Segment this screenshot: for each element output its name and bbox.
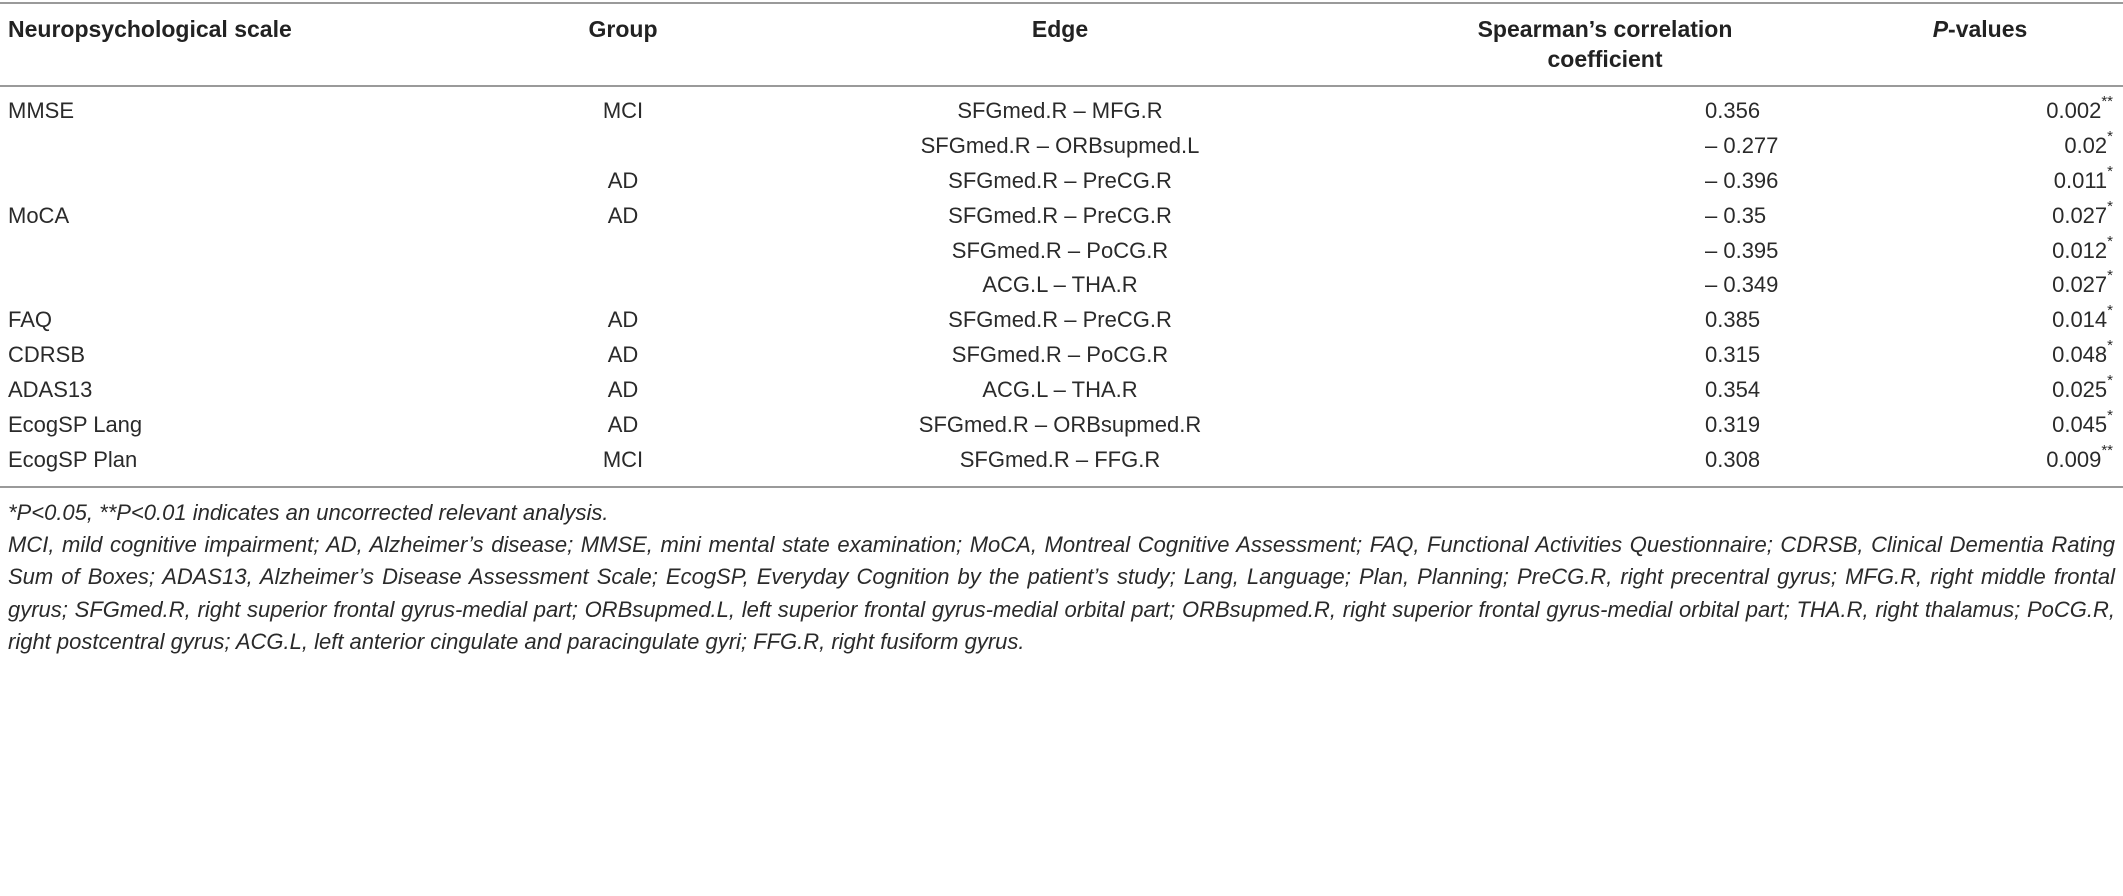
table-row: MoCA AD SFGmed.R – PreCG.R – 0.35 0.027* <box>0 197 2123 234</box>
cell-scale: FAQ <box>8 307 53 333</box>
cell-group: AD <box>607 167 639 193</box>
cell-p-value: 0.011* <box>2053 162 2113 198</box>
table-row: CDRSB AD SFGmed.R – PoCG.R 0.315 0.048* <box>0 337 2123 373</box>
significance-marker: ** <box>2101 441 2113 459</box>
cell-scale: CDRSB <box>8 342 86 368</box>
significance-marker: * <box>2107 197 2113 215</box>
header-group: Group <box>588 16 658 42</box>
significance-marker: ** <box>2101 93 2113 110</box>
significance-marker: * <box>2107 162 2113 180</box>
p-value-number: 0.002 <box>2046 98 2102 123</box>
p-value-number: 0.014 <box>2052 307 2108 333</box>
table-row: FAQ AD SFGmed.R – PreCG.R 0.385 0.014* <box>0 302 2123 338</box>
header-neuropsychological-scale: Neuropsychological scale <box>8 16 292 42</box>
header-edge: Edge <box>1031 16 1089 42</box>
cell-coefficient: – 0.395 <box>1705 237 1779 263</box>
cell-p-value: 0.014* <box>2052 302 2113 337</box>
cell-edge: ACG.L – THA.R <box>982 377 1138 403</box>
cell-p-value: 0.027* <box>2052 197 2113 233</box>
cell-scale: ADAS13 <box>8 377 93 403</box>
cell-coefficient: 0.315 <box>1705 342 1761 368</box>
cell-edge: SFGmed.R – PreCG.R <box>948 202 1172 228</box>
significance-marker: * <box>2107 127 2113 145</box>
cell-p-value: 0.048* <box>2052 337 2113 372</box>
cell-edge: SFGmed.R – PoCG.R <box>951 342 1169 368</box>
cell-coefficient: 0.319 <box>1705 412 1761 438</box>
table-row: MMSE MCI SFGmed.R – MFG.R 0.356 0.002** <box>0 93 2123 129</box>
header-coef-line2: coefficient <box>1547 46 1663 72</box>
significance-note: *P<0.05, **P<0.01 indicates an uncorrect… <box>8 500 609 525</box>
table-bottom-rule <box>0 486 2123 488</box>
cell-coefficient: – 0.277 <box>1705 132 1779 158</box>
table-row: EcogSP Plan MCI SFGmed.R – FFG.R 0.308 0.009… <box>0 441 2123 478</box>
p-value-number: 0.045 <box>2052 412 2108 438</box>
cell-edge: SFGmed.R – PreCG.R <box>948 167 1172 193</box>
cell-coefficient: 0.308 <box>1705 446 1761 472</box>
cell-coefficient: 0.354 <box>1705 377 1761 403</box>
p-value-number: 0.012 <box>2052 237 2108 263</box>
cell-edge: ACG.L – THA.R <box>982 272 1138 298</box>
cell-p-value: 0.025* <box>2052 372 2113 407</box>
header-p-letter: P <box>1932 16 1949 42</box>
cell-p-value: 0.002** <box>2046 93 2113 128</box>
cell-coefficient: – 0.349 <box>1705 272 1779 298</box>
cell-edge: SFGmed.R – FFG.R <box>959 446 1161 472</box>
cell-p-value: 0.045* <box>2052 407 2113 442</box>
p-value-number: 0.048 <box>2052 342 2108 368</box>
significance-marker: * <box>2107 302 2113 320</box>
table-row: AD SFGmed.R – PreCG.R – 0.396 0.011* <box>0 162 2123 199</box>
p-value-number: 0.02 <box>2064 132 2108 158</box>
significance-marker: * <box>2107 232 2113 250</box>
significance-marker: * <box>2107 267 2113 285</box>
header-coef-line1: Spearman’s correlation <box>1477 16 1733 42</box>
p-value-number: 0.027 <box>2052 202 2108 228</box>
table-row: ADAS13 AD ACG.L – THA.R 0.354 0.025* <box>0 372 2123 408</box>
significance-marker: * <box>2107 337 2113 355</box>
cell-coefficient: – 0.396 <box>1705 167 1779 193</box>
cell-coefficient: 0.356 <box>1705 98 1761 123</box>
cell-group: MCI <box>602 98 644 123</box>
header-spearman-coefficient: Spearman’s correlation coefficient <box>1440 14 1770 74</box>
cell-group: AD <box>607 307 639 333</box>
cell-scale: EcogSP Lang <box>8 412 143 438</box>
table-footnotes: *P<0.05, **P<0.01 indicates an uncorrect… <box>8 497 2115 658</box>
cell-edge: SFGmed.R – MFG.R <box>957 98 1163 123</box>
cell-p-value: 0.02* <box>2064 127 2113 163</box>
cell-edge: SFGmed.R – ORBsupmed.L <box>920 132 1200 158</box>
cell-p-value: 0.012* <box>2052 232 2113 268</box>
cell-group: AD <box>607 342 639 368</box>
cell-scale: EcogSP Plan <box>8 446 138 472</box>
table-row: SFGmed.R – ORBsupmed.L – 0.277 0.02* <box>0 127 2123 164</box>
table-top-rule <box>0 2 2123 4</box>
cell-group: AD <box>607 377 639 403</box>
abbreviations-note: MCI, mild cognitive impairment; AD, Alzh… <box>8 532 2115 654</box>
cell-coefficient: 0.385 <box>1705 307 1761 333</box>
significance-marker: * <box>2107 407 2113 425</box>
cell-coefficient: – 0.35 <box>1705 202 1767 228</box>
cell-p-value: 0.009** <box>2046 441 2113 477</box>
p-value-number: 0.027 <box>2052 272 2108 298</box>
cell-edge: SFGmed.R – ORBsupmed.R <box>918 412 1202 438</box>
cell-edge: SFGmed.R – PreCG.R <box>948 307 1172 333</box>
cell-edge: SFGmed.R – PoCG.R <box>951 237 1169 263</box>
p-value-number: 0.025 <box>2052 377 2108 403</box>
cell-scale: MMSE <box>8 98 74 123</box>
cell-group: AD <box>607 412 639 438</box>
p-value-number: 0.009 <box>2046 446 2102 472</box>
table-row: SFGmed.R – PoCG.R – 0.395 0.012* <box>0 232 2123 269</box>
header-separator-rule <box>0 85 2123 87</box>
p-value-number: 0.011 <box>2053 167 2108 193</box>
header-p-values: P-values <box>1880 14 2080 44</box>
table-row: EcogSP Lang AD SFGmed.R – ORBsupmed.R 0.319… <box>0 407 2123 443</box>
cell-group: AD <box>607 202 639 228</box>
header-p-suffix: -values <box>1948 16 2028 42</box>
cell-group: MCI <box>602 446 644 472</box>
significance-marker: * <box>2107 372 2113 390</box>
cell-scale: MoCA <box>8 202 70 228</box>
table-row: ACG.L – THA.R – 0.349 0.027* <box>0 267 2123 303</box>
cell-p-value: 0.027* <box>2052 267 2113 302</box>
